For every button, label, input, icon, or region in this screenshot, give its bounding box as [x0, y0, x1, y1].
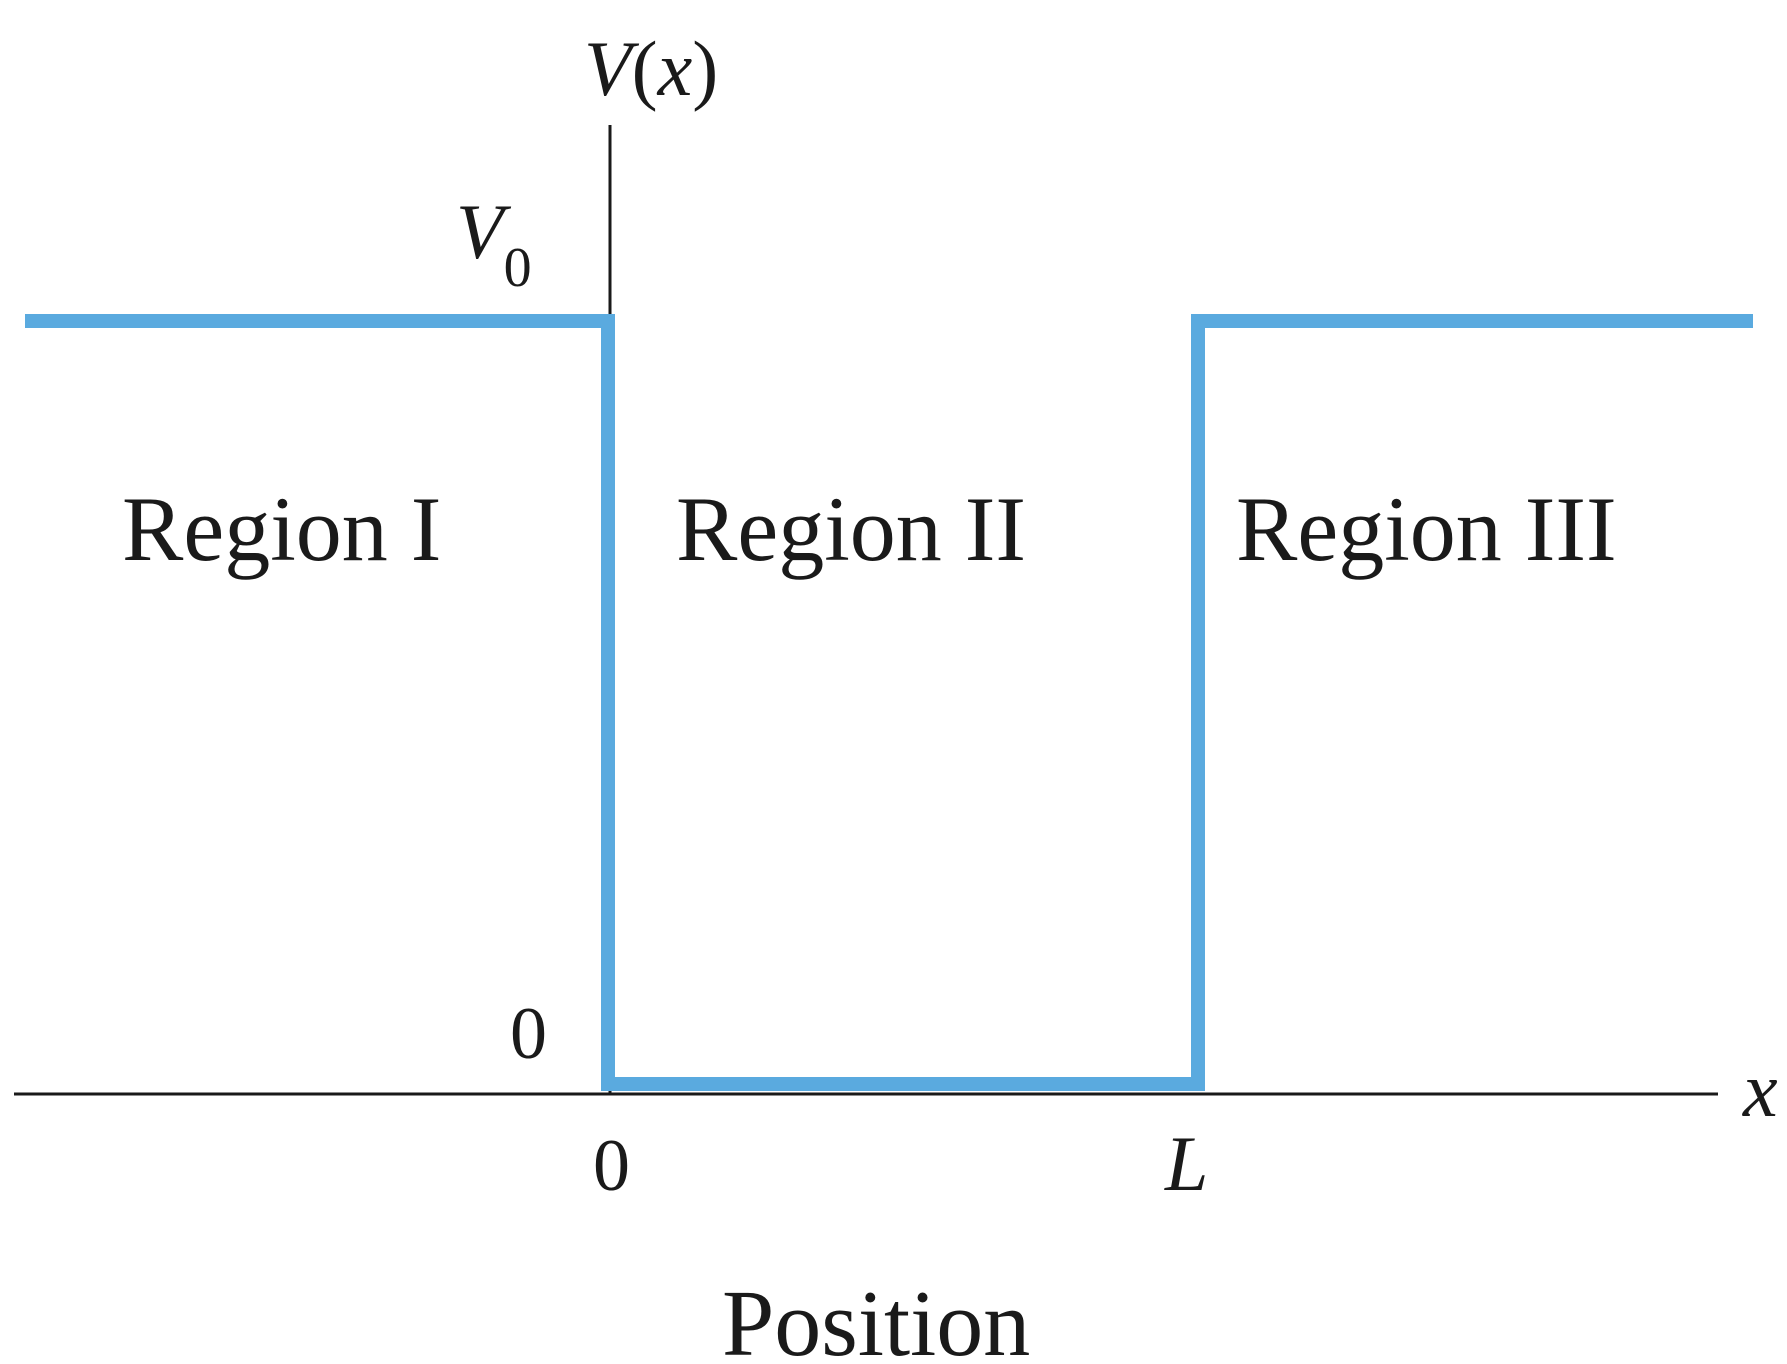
x-axis-label: x [1742, 1046, 1778, 1133]
potential-profile-line [25, 314, 1753, 1091]
position-label: Position [722, 1272, 1030, 1364]
region-label-1: Region I [122, 478, 441, 580]
level-high-label: V0 [456, 188, 532, 299]
x-tick-L-label: L [1164, 1120, 1208, 1207]
level-zero-label: 0 [510, 993, 547, 1075]
region-label-2: Region II [676, 478, 1026, 580]
y-axis-label: V(x) [584, 25, 718, 112]
region-label-3: Region III [1236, 478, 1617, 580]
x-tick-zero-label: 0 [593, 1125, 630, 1207]
